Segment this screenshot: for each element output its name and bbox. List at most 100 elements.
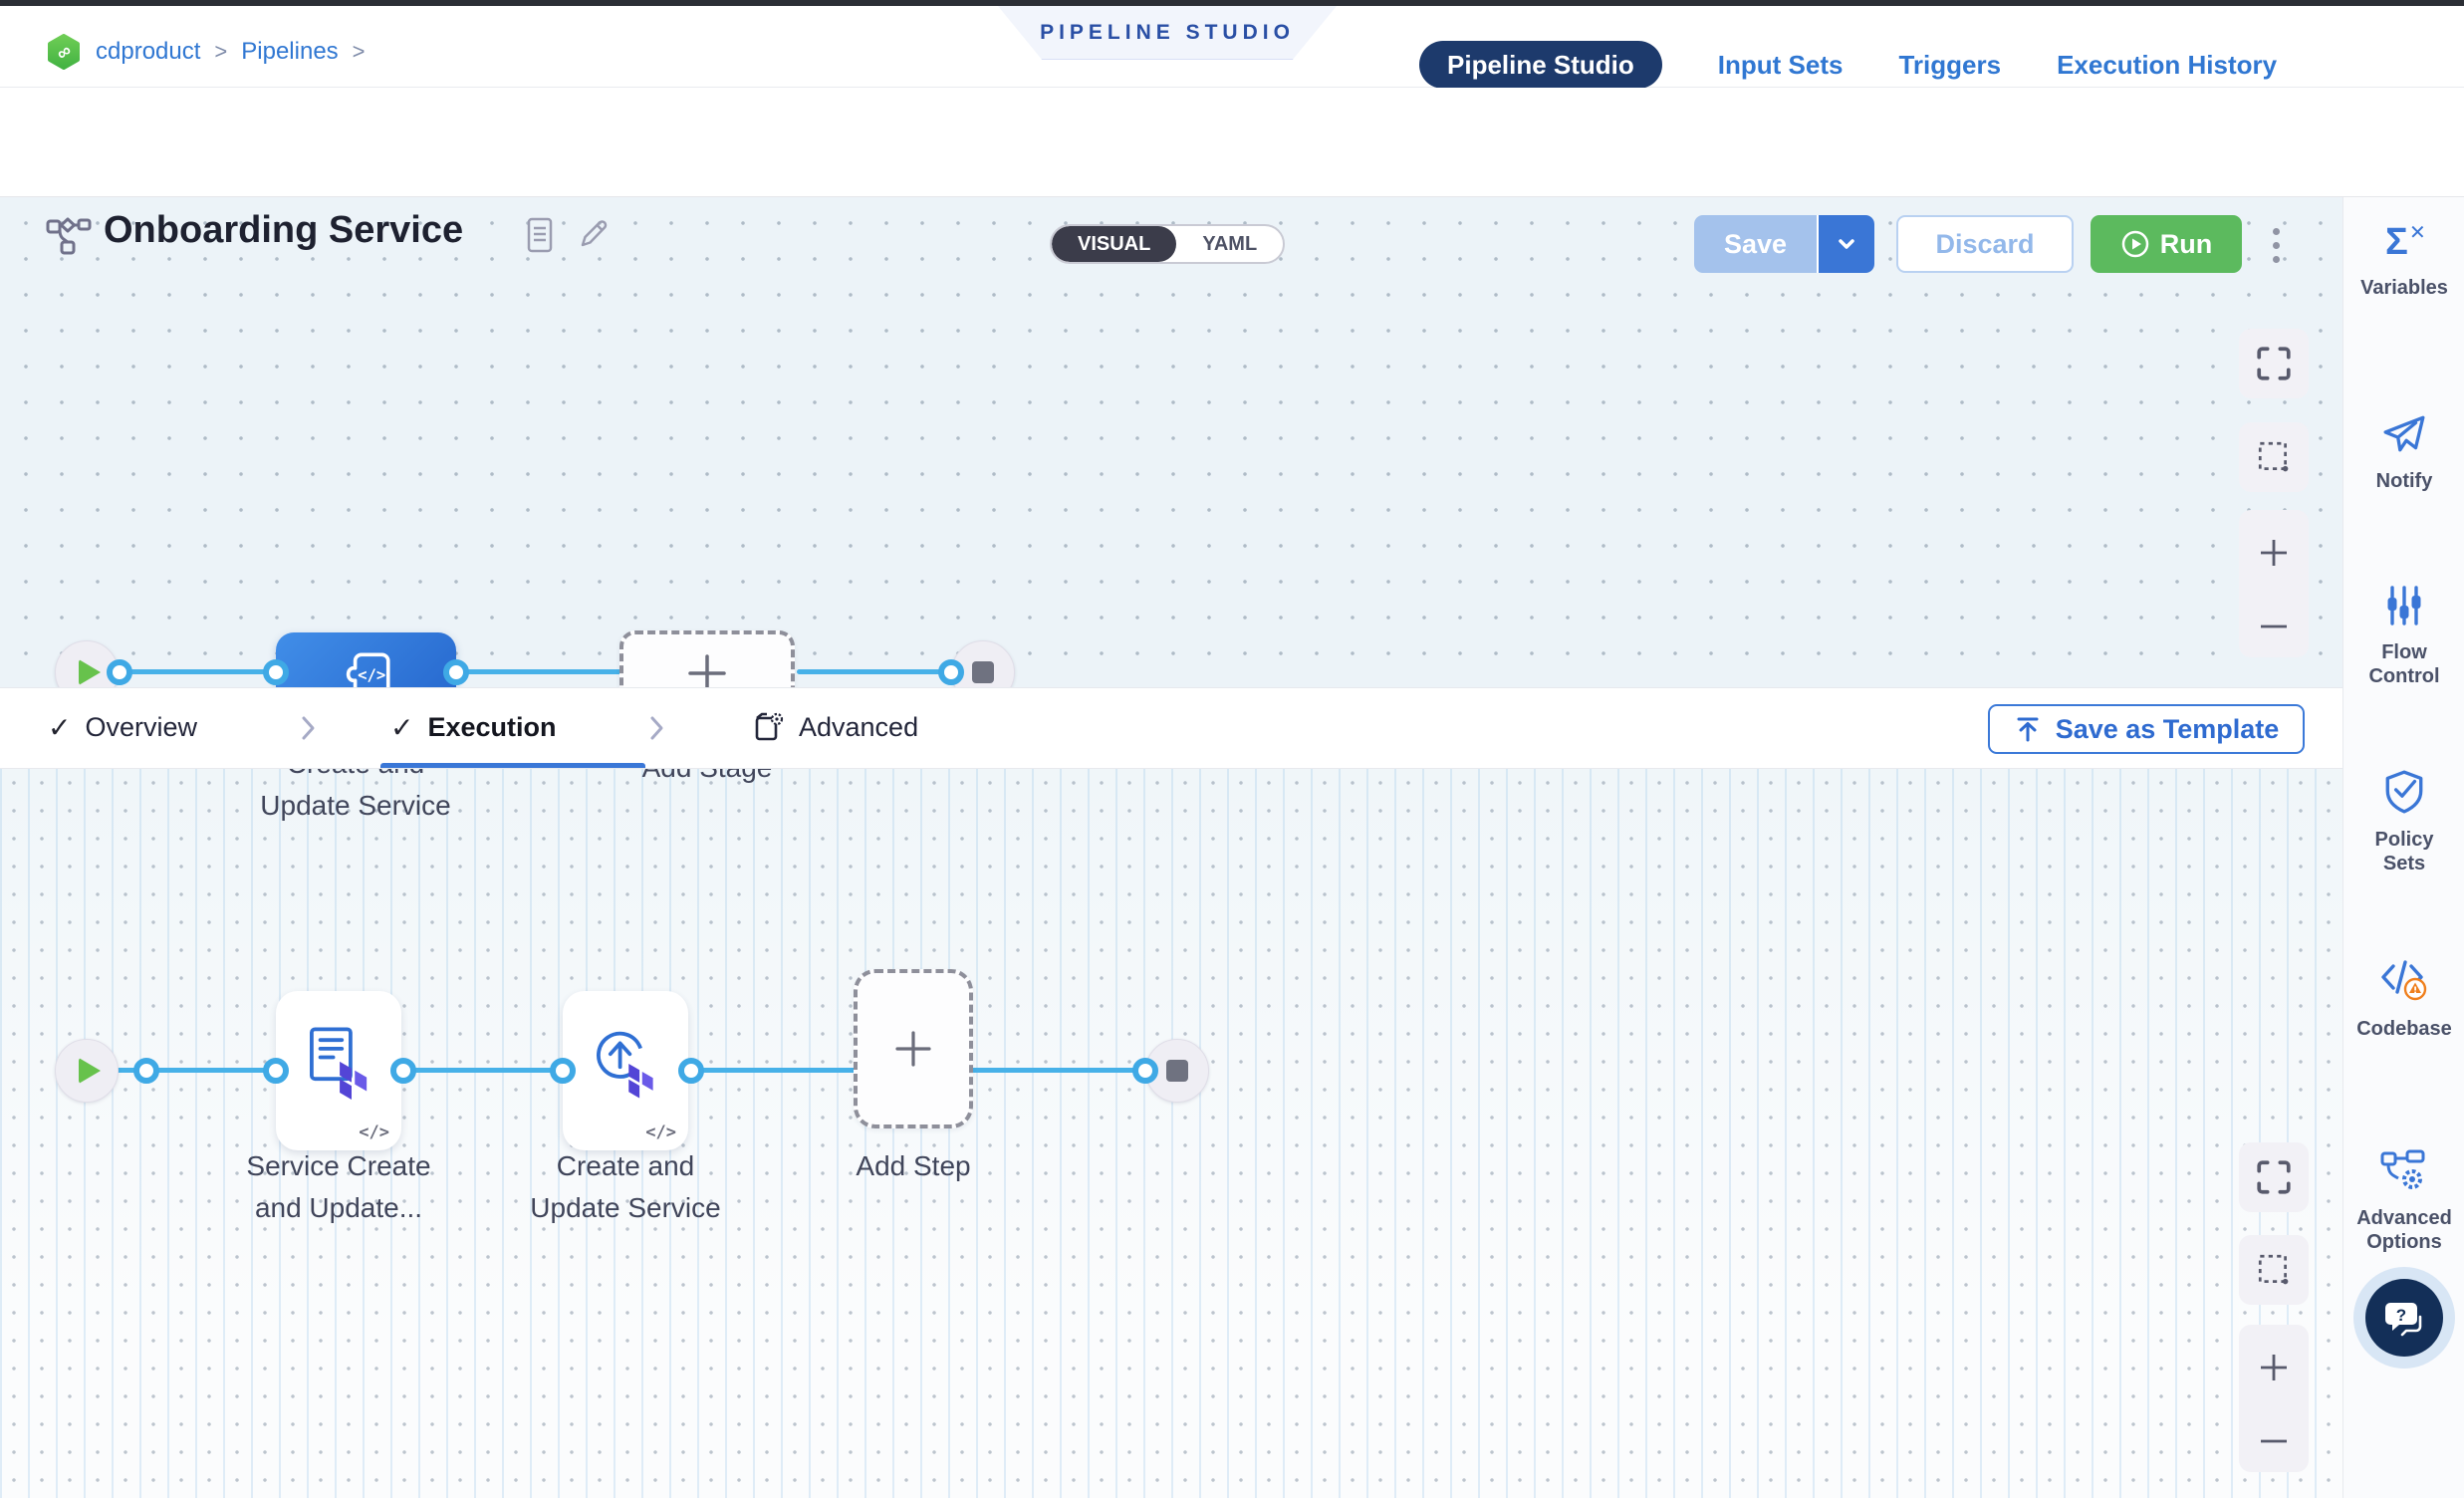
more-options-kebab[interactable]: [2261, 221, 2291, 269]
notify-send-icon: [2383, 415, 2425, 452]
marquee-select-icon: [2258, 1254, 2289, 1285]
canvas-select-button[interactable]: [2239, 1235, 2309, 1305]
upload-icon: [2017, 717, 2039, 742]
edge-line: [797, 669, 954, 674]
add-step-button[interactable]: [854, 969, 973, 1128]
breadcrumb-pipelines-link[interactable]: Pipelines: [241, 38, 339, 65]
service-definition-step-icon: [310, 1027, 368, 1100]
edge-connector: [1132, 1058, 1158, 1084]
tab-overview-label: Overview: [85, 711, 197, 742]
canvas-zoom-controls: [2239, 510, 2309, 657]
svg-text:?: ?: [2396, 1306, 2406, 1325]
step-node-create-update-service[interactable]: </>: [563, 991, 688, 1150]
edge-connector: [443, 659, 469, 685]
stage-canvas[interactable]: </> </> Create and Update Service Add St…: [0, 197, 2342, 821]
sidebar-item-notify[interactable]: Notify: [2343, 412, 2464, 493]
run-label: Run: [2159, 228, 2213, 259]
stop-icon: [972, 661, 994, 683]
breadcrumb-project-link[interactable]: cdproduct: [96, 38, 201, 65]
check-icon: [48, 711, 71, 744]
tab-input-sets[interactable]: Input Sets: [1717, 49, 1844, 80]
save-as-template-button[interactable]: Save as Template: [1988, 704, 2305, 754]
step-label: Service Create and Update...: [246, 1150, 431, 1223]
edit-pencil-icon[interactable]: [576, 217, 610, 251]
advanced-options-icon: [2380, 1149, 2425, 1189]
play-icon: [79, 1058, 101, 1084]
sidebar-item-codebase[interactable]: Codebase: [2343, 958, 2464, 1041]
pipeline-graph-icon: [46, 217, 92, 255]
chevron-down-icon: [1839, 239, 1854, 249]
save-button[interactable]: Save: [1694, 215, 1817, 273]
step-node-service-create-update[interactable]: </>: [276, 991, 401, 1150]
marquee-select-icon: [2258, 441, 2289, 472]
edge-line: [694, 1068, 862, 1073]
run-button[interactable]: Run: [2091, 215, 2242, 273]
breadcrumb-separator: >: [352, 39, 366, 64]
edge-connector: [263, 1058, 289, 1084]
pipeline-studio-banner: PIPELINE STUDIO: [998, 6, 1337, 60]
tab-execution[interactable]: Execution: [390, 688, 557, 766]
play-icon: [79, 659, 101, 685]
check-icon: [390, 711, 413, 744]
yaml-code-badge: </>: [359, 1123, 389, 1142]
window-top-edge: [0, 0, 2464, 6]
service-update-step-icon: [597, 1031, 653, 1099]
harness-logo-icon: ∞: [48, 34, 80, 70]
save-dropdown-button[interactable]: [1817, 215, 1874, 273]
execution-step-canvas[interactable]: </> </> Service Create: [0, 769, 2342, 1498]
zoom-in-icon[interactable]: [2257, 1351, 2291, 1384]
yaml-code-badge: </>: [645, 1123, 676, 1142]
breadcrumb-separator: >: [214, 39, 228, 64]
advanced-settings-icon: [755, 712, 784, 741]
page-title: Onboarding Service: [104, 209, 464, 251]
tab-pipeline-studio[interactable]: Pipeline Studio: [1419, 41, 1662, 89]
policy-shield-check-icon: [2385, 770, 2423, 814]
active-tab-underline: [380, 763, 645, 768]
discard-button[interactable]: Discard: [1896, 215, 2074, 273]
toggle-yaml[interactable]: YAML: [1202, 232, 1258, 255]
stage-config-tabbar: Overview Execution Advanced: [0, 687, 2342, 769]
sidebar-item-variables[interactable]: Σ ✕ Variables: [2360, 221, 2448, 299]
tab-execution-label: Execution: [427, 711, 557, 742]
edge-line: [460, 669, 625, 674]
canvas-fullscreen-button[interactable]: [2239, 1142, 2309, 1212]
save-as-template-label: Save as Template: [2055, 713, 2280, 744]
flow-control-sliders-icon: [2387, 586, 2421, 625]
canvas-fullscreen-button[interactable]: [2239, 329, 2309, 398]
svg-text:✕: ✕: [2409, 222, 2426, 244]
edge-connector: [550, 1058, 576, 1084]
tab-advanced-label: Advanced: [799, 711, 919, 742]
zoom-out-icon[interactable]: [2257, 1435, 2291, 1447]
edge-line: [95, 1068, 284, 1073]
zoom-in-icon[interactable]: [2257, 536, 2291, 570]
execution-start-node[interactable]: [55, 1039, 119, 1103]
variables-sigma-icon: Σ ✕: [2385, 221, 2426, 263]
tab-execution-history[interactable]: Execution History: [2057, 49, 2278, 80]
tab-advanced[interactable]: Advanced: [753, 688, 918, 766]
breadcrumb: ∞ cdproduct > Pipelines >: [46, 34, 366, 70]
tab-overview[interactable]: Overview: [48, 688, 197, 766]
codebase-icon: [2381, 960, 2427, 1001]
edge-connector: [390, 1058, 416, 1084]
banner-label: PIPELINE STUDIO: [1040, 20, 1295, 44]
edge-line: [971, 1068, 1148, 1073]
tab-triggers[interactable]: Triggers: [1898, 49, 2002, 80]
edge-connector: [133, 1058, 159, 1084]
edge-line: [95, 669, 284, 674]
plus-icon: [688, 654, 726, 692]
visual-yaml-toggle: VISUAL YAML: [1050, 224, 1286, 264]
canvas-select-button[interactable]: [2239, 422, 2309, 492]
edge-connector: [678, 1058, 704, 1084]
edge-connector: [938, 659, 964, 685]
toggle-visual[interactable]: VISUAL: [1052, 226, 1177, 262]
help-chat-button[interactable]: ?: [2365, 1279, 2443, 1357]
execution-end-node[interactable]: [1145, 1039, 1209, 1103]
description-icon[interactable]: [526, 217, 554, 253]
zoom-out-icon[interactable]: [2257, 621, 2291, 632]
chevron-right-icon: [302, 716, 315, 740]
fullscreen-icon: [2257, 1160, 2291, 1194]
